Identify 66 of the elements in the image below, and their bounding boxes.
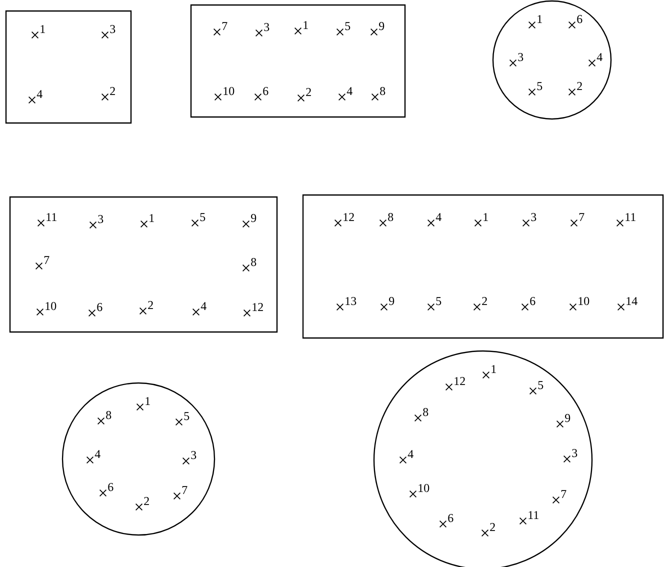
- seat-number: 8: [106, 411, 112, 420]
- seat-number: 8: [251, 258, 256, 266]
- seat-number: 3: [572, 449, 578, 458]
- seat-number: 4: [36, 90, 42, 98]
- seat-number: 2: [482, 297, 487, 305]
- seat-number: 14: [626, 297, 638, 305]
- seat-number: 6: [448, 514, 454, 522]
- seat-number: 3: [191, 451, 196, 460]
- seat-number: 4: [94, 450, 100, 458]
- seat-number: 7: [222, 22, 228, 30]
- seat-number: 9: [389, 297, 394, 306]
- seat-number: 1: [150, 214, 154, 222]
- seat-number: 5: [537, 82, 542, 90]
- seat-number: 3: [264, 23, 270, 32]
- seat-number: 1: [40, 25, 45, 33]
- seat-number: 3: [110, 25, 116, 34]
- seat-number: 5: [538, 381, 544, 390]
- seat-number: 3: [518, 53, 524, 62]
- seat-number: 5: [345, 22, 350, 30]
- seat-number: 10: [224, 87, 234, 96]
- seat-number: 5: [184, 412, 190, 420]
- seat-number: 11: [626, 213, 636, 221]
- seat-number: 2: [148, 301, 153, 309]
- seat-number: 8: [380, 87, 386, 96]
- seat-number: 3: [98, 215, 104, 224]
- seat-number: 2: [490, 523, 495, 531]
- seat-number: 2: [577, 82, 582, 90]
- seat-number: 2: [110, 87, 115, 95]
- seat-number: 6: [108, 483, 114, 492]
- seat-number: 1: [484, 213, 488, 221]
- seat-number: 11: [528, 511, 538, 519]
- seat-number: 3: [531, 213, 536, 222]
- seat-number: 13: [346, 297, 356, 306]
- seat-number: 7: [44, 256, 50, 264]
- seat-number: 4: [408, 450, 414, 458]
- seat-number: 9: [251, 214, 256, 222]
- seat-number: 4: [436, 213, 442, 221]
- seat-number: 7: [182, 486, 188, 494]
- seat-number: 1: [146, 397, 150, 405]
- seat-number: 9: [565, 414, 570, 422]
- seat-number: 7: [561, 490, 566, 498]
- seat-number: 4: [346, 87, 352, 95]
- seat-number: 5: [200, 213, 206, 222]
- seat-number: 12: [252, 303, 263, 311]
- seat-number: 6: [577, 15, 582, 24]
- seat-number: 4: [596, 53, 602, 61]
- seat-number: 6: [97, 303, 102, 312]
- seat-number: 7: [579, 213, 584, 221]
- seat-number: 2: [306, 88, 311, 96]
- seat-number: 9: [379, 22, 384, 30]
- seat-number: 10: [418, 484, 430, 492]
- seat-number: 12: [454, 377, 465, 385]
- seat-number: 1: [538, 15, 542, 23]
- seat-number: 6: [530, 297, 536, 306]
- seat-number: 8: [423, 408, 428, 416]
- seat-number: 10: [578, 297, 590, 306]
- seat-number: 1: [492, 365, 496, 373]
- seat-number: 8: [388, 213, 394, 222]
- seat-number: 2: [144, 497, 149, 505]
- seat-number: 5: [436, 297, 442, 306]
- seat-number: 6: [263, 87, 268, 96]
- seat-number: 10: [46, 302, 56, 310]
- seat-number: 1: [304, 21, 308, 29]
- seat-number: 4: [200, 302, 206, 310]
- seat-number: 12: [344, 213, 354, 221]
- seat-number: 11: [46, 213, 56, 221]
